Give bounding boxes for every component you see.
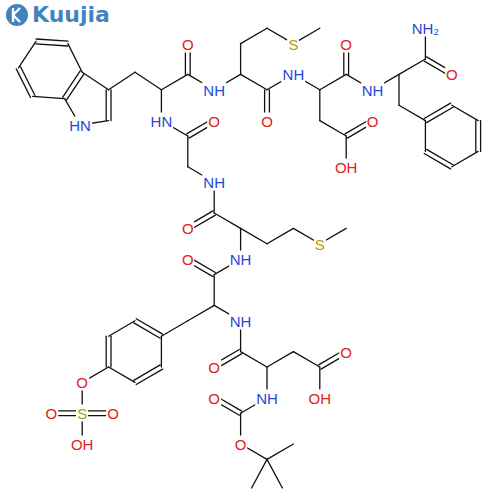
bond	[106, 90, 107, 121]
atom-label: O	[106, 405, 120, 422]
atom-label: O	[234, 436, 248, 453]
atom-label: NH	[229, 312, 253, 329]
bond	[267, 352, 293, 367]
atom-label: O	[339, 343, 353, 360]
bond	[252, 459, 267, 488]
atom-label: O	[207, 359, 221, 376]
atom-label: O	[181, 251, 195, 268]
bond	[267, 444, 293, 459]
bond	[110, 336, 111, 367]
atom-label: O	[181, 35, 195, 52]
bond	[241, 228, 267, 243]
bond	[320, 121, 346, 136]
bond	[33, 96, 65, 98]
atom-label: O	[207, 112, 221, 129]
bond	[240, 44, 241, 75]
bond	[293, 352, 319, 367]
atom-label: NH₂	[411, 20, 441, 37]
bond	[241, 352, 267, 367]
bond	[267, 228, 293, 243]
atom-label: O	[45, 405, 59, 422]
bond	[398, 74, 399, 105]
bond	[18, 41, 36, 67]
atom-label: S	[314, 235, 326, 252]
bond	[424, 153, 450, 168]
bond	[424, 103, 450, 118]
bond	[109, 367, 135, 382]
atom-label: NH	[282, 66, 306, 83]
atom-label: NH	[255, 389, 279, 406]
atom-label: O	[366, 112, 380, 129]
bond-lines	[16, 28, 480, 488]
atom-label: O	[339, 35, 353, 52]
bond	[161, 321, 187, 336]
bond	[67, 74, 85, 100]
atom-label: OH	[70, 436, 95, 453]
bond	[109, 72, 135, 90]
atom-label: O	[181, 220, 195, 237]
atom-label: O	[207, 389, 221, 406]
bond	[82, 72, 108, 90]
bond	[16, 69, 30, 98]
bond	[188, 305, 214, 320]
atom-label: O	[445, 66, 459, 83]
bond	[110, 90, 111, 121]
bond	[161, 74, 187, 89]
bond	[320, 74, 346, 89]
bond	[109, 321, 135, 336]
bond	[68, 44, 82, 73]
bond	[134, 365, 160, 380]
logo-icon	[6, 4, 28, 26]
bond	[399, 105, 425, 120]
bond	[452, 151, 478, 166]
bond	[36, 44, 68, 46]
atom-label: HN	[68, 117, 92, 134]
bond	[214, 213, 240, 228]
atom-label: S	[76, 405, 88, 422]
atom-label: O	[75, 374, 89, 391]
watermark: Kuujia	[32, 4, 110, 26]
bond	[475, 121, 476, 152]
bond	[134, 323, 160, 338]
atom-label: NH	[202, 174, 226, 191]
bond	[480, 121, 481, 152]
bond	[106, 336, 107, 367]
atom-label: S	[287, 35, 299, 52]
bond	[241, 28, 267, 43]
bond	[135, 72, 161, 90]
atom-label: NH	[229, 251, 253, 268]
atom-label: NH	[361, 81, 385, 98]
atom-label: O	[260, 112, 274, 129]
atom-label: HN	[150, 112, 174, 129]
atom-label: OH	[334, 158, 359, 175]
bond	[319, 90, 320, 121]
bond	[267, 459, 282, 488]
atom-label: NH	[202, 81, 226, 98]
bond	[214, 275, 215, 306]
bond	[241, 74, 267, 89]
bond	[187, 136, 188, 167]
bond	[425, 121, 426, 152]
bond	[399, 59, 425, 74]
bond	[452, 105, 478, 120]
bond	[36, 39, 68, 41]
atom-label: OH	[308, 389, 333, 406]
bond	[161, 336, 162, 367]
